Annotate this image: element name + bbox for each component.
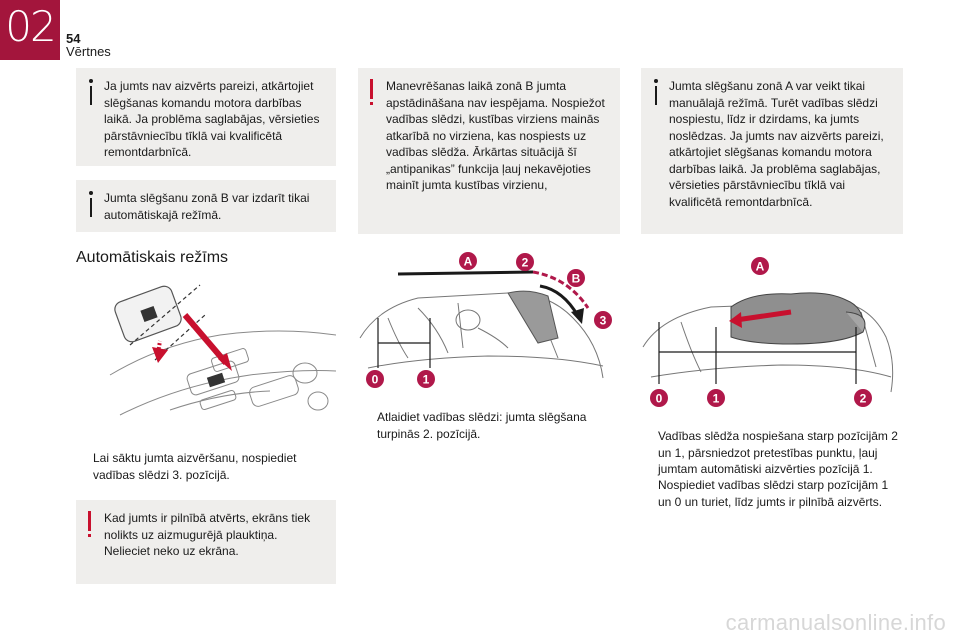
- section-title: Vērtnes: [66, 44, 111, 59]
- bullet-text: Lai sāktu jumta aizvēršanu, nospiediet v…: [93, 451, 297, 482]
- info-note-3: Jumta slēgšanu zonā A var veikt tikai ma…: [641, 68, 903, 234]
- label-a-badge: A: [751, 257, 769, 275]
- position-1-badge: 1: [707, 389, 725, 407]
- chapter-tab: [0, 0, 60, 60]
- warning-note-2: Kad jumts ir pilnībā atvērts, ekrāns tie…: [76, 500, 336, 584]
- bullet-text: Nospiediet vadības slēdzi starp pozīcijā…: [658, 478, 889, 509]
- label-b-badge: B: [567, 269, 585, 287]
- svg-text:B: B: [572, 272, 581, 286]
- info-note-2: Jumta slēgšanu zonā B var izdarīt tikai …: [76, 180, 336, 232]
- note-text: Jumta slēgšanu zonā A var veikt tikai ma…: [669, 79, 884, 209]
- note-text: Manevrēšanas laikā zonā B jumta apstādin…: [386, 79, 605, 192]
- position-2-badge: 2: [854, 389, 872, 407]
- watermark-footer: carmanualsonline.info: [725, 610, 946, 635]
- svg-text:0: 0: [656, 392, 663, 406]
- info-note-1: Ja jumts nav aizvērts pareizi, atkārtoji…: [76, 68, 336, 166]
- roof-closing-illustration-zone-a: A 0 1 2: [642, 257, 894, 407]
- bullet-item: Atlaidiet vadības slēdzi: jumta slēgšana…: [360, 409, 620, 442]
- chapter-number: 02: [5, 2, 56, 51]
- info-icon: [651, 79, 660, 105]
- label-a-badge: A: [459, 252, 477, 270]
- svg-text:1: 1: [713, 392, 720, 406]
- position-0-badge: 0: [366, 370, 384, 388]
- position-1-badge: 1: [417, 370, 435, 388]
- svg-text:0: 0: [372, 373, 379, 387]
- warning-icon: [87, 511, 93, 539]
- warning-icon: [369, 79, 375, 107]
- svg-text:2: 2: [860, 392, 867, 406]
- roof-closing-illustration-zone-b: A 2 B 3 0 1: [359, 252, 612, 388]
- svg-text:A: A: [756, 260, 765, 274]
- position-0-badge: 0: [650, 389, 668, 407]
- position-2-badge: 2: [516, 253, 534, 271]
- position-3-badge: 3: [594, 311, 612, 329]
- svg-text:2: 2: [522, 256, 529, 270]
- control-switch-illustration: [109, 284, 336, 416]
- note-text: Kad jumts ir pilnībā atvērts, ekrāns tie…: [104, 511, 311, 558]
- page-number: 54: [66, 31, 81, 46]
- note-text: Ja jumts nav aizvērts pareizi, atkārtoji…: [104, 79, 320, 159]
- svg-text:1: 1: [423, 373, 430, 387]
- note-text: Jumta slēgšanu zonā B var izdarīt tikai …: [104, 191, 310, 222]
- info-icon: [86, 79, 95, 105]
- bullet-text: Vadības slēdža nospiešana starp pozīcijā…: [658, 429, 898, 476]
- svg-text:3: 3: [600, 314, 607, 328]
- bullet-item: Lai sāktu jumta aizvēršanu, nospiediet v…: [76, 450, 336, 483]
- info-icon: [86, 191, 95, 217]
- warning-note-1: Manevrēšanas laikā zonā B jumta apstādin…: [358, 68, 620, 234]
- svg-text:A: A: [464, 255, 473, 269]
- bullet-item: Vadības slēdža nospiešana starp pozīcijā…: [641, 428, 903, 478]
- bullet-text: Atlaidiet vadības slēdzi: jumta slēgšana…: [377, 410, 587, 441]
- section-heading: Automātiskais režīms: [76, 249, 229, 266]
- bullet-item: Nospiediet vadības slēdzi starp pozīcijā…: [641, 477, 903, 510]
